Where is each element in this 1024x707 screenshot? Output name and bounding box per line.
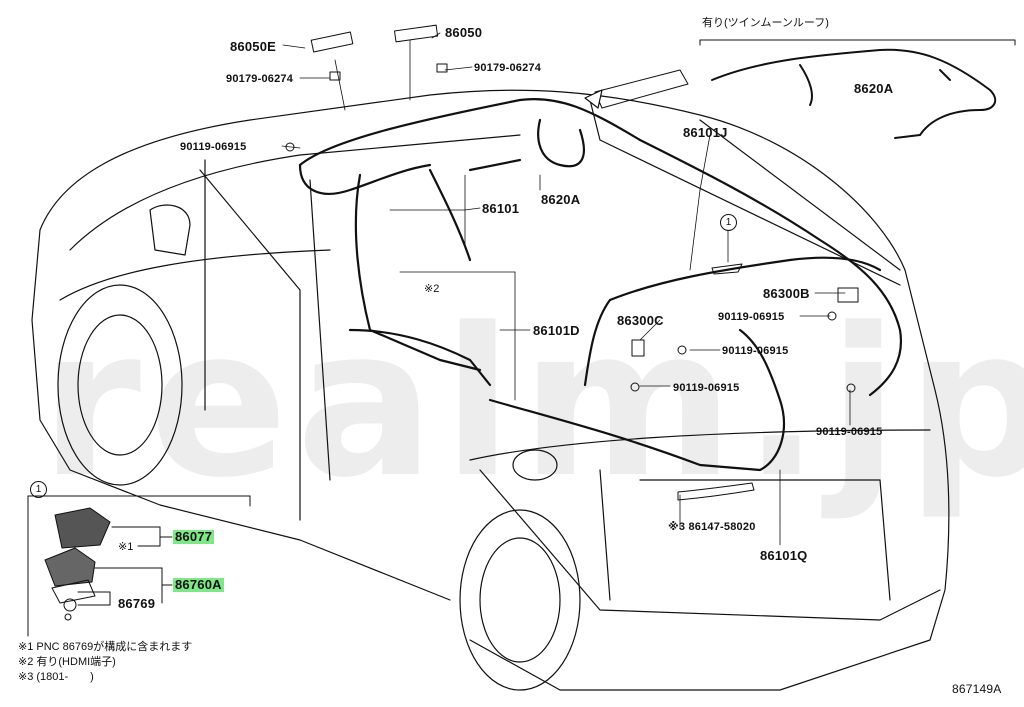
callout-90179-06274-b: 90179-06274 bbox=[474, 62, 542, 74]
callout-86760A: 86760A bbox=[173, 577, 224, 592]
callout-86101J: 86101J bbox=[683, 125, 728, 140]
callout-86300C: 86300C bbox=[617, 313, 664, 328]
footnote-2: ※2 有り(HDMI端子) bbox=[18, 656, 116, 668]
mark-1: ※1 bbox=[118, 541, 134, 553]
callout-86101Q: 86101Q bbox=[760, 548, 808, 563]
mark-2: ※2 bbox=[424, 283, 440, 295]
callout-86769: 86769 bbox=[118, 596, 156, 611]
callout-90119-06915-e: 90119-06915 bbox=[816, 426, 883, 438]
twin-moon-roof-label: 有り(ツインムーンルーフ) bbox=[702, 17, 829, 29]
detail-marker: 1 bbox=[720, 214, 737, 231]
small-parts bbox=[285, 24, 859, 501]
callout-90119-06915-a: 90119-06915 bbox=[180, 141, 247, 153]
callout-90119-06915-b: 90119-06915 bbox=[718, 311, 785, 323]
callout-86147-58020: ※3 86147-58020 bbox=[668, 521, 756, 533]
inset-marker: 1 bbox=[30, 481, 47, 498]
fuel-door bbox=[512, 449, 558, 481]
roof-harness bbox=[711, 48, 997, 139]
inset-box bbox=[27, 495, 251, 637]
footnote-3: ※3 (1801- ) bbox=[18, 671, 94, 683]
front-wheel bbox=[57, 284, 183, 486]
callout-86101: 86101 bbox=[482, 201, 520, 216]
vehicle-body-outline bbox=[31, 89, 950, 691]
callout-86101D: 86101D bbox=[533, 323, 580, 338]
footnote-1: ※1 PNC 86769が構成に含まれます bbox=[18, 641, 193, 653]
callout-86050: 86050 bbox=[445, 25, 483, 40]
wire-harness bbox=[298, 98, 903, 472]
callout-90179-06274-a: 90179-06274 bbox=[226, 73, 294, 85]
diagram-code: 867149A bbox=[952, 682, 1002, 696]
leader-lines bbox=[281, 32, 851, 546]
watermark: realm.jpn bbox=[40, 285, 1024, 523]
callout-90119-06915-c: 90119-06915 bbox=[722, 345, 789, 357]
callout-86050E: 86050E bbox=[230, 39, 277, 54]
callout-90119-06915-d: 90119-06915 bbox=[673, 382, 740, 394]
rear-wheel bbox=[459, 509, 581, 691]
callout-8620A-main: 8620A bbox=[541, 192, 581, 207]
callout-86077: 86077 bbox=[173, 529, 215, 544]
callout-86300B: 86300B bbox=[763, 286, 810, 301]
callout-8620A-roof: 8620A bbox=[854, 81, 894, 96]
